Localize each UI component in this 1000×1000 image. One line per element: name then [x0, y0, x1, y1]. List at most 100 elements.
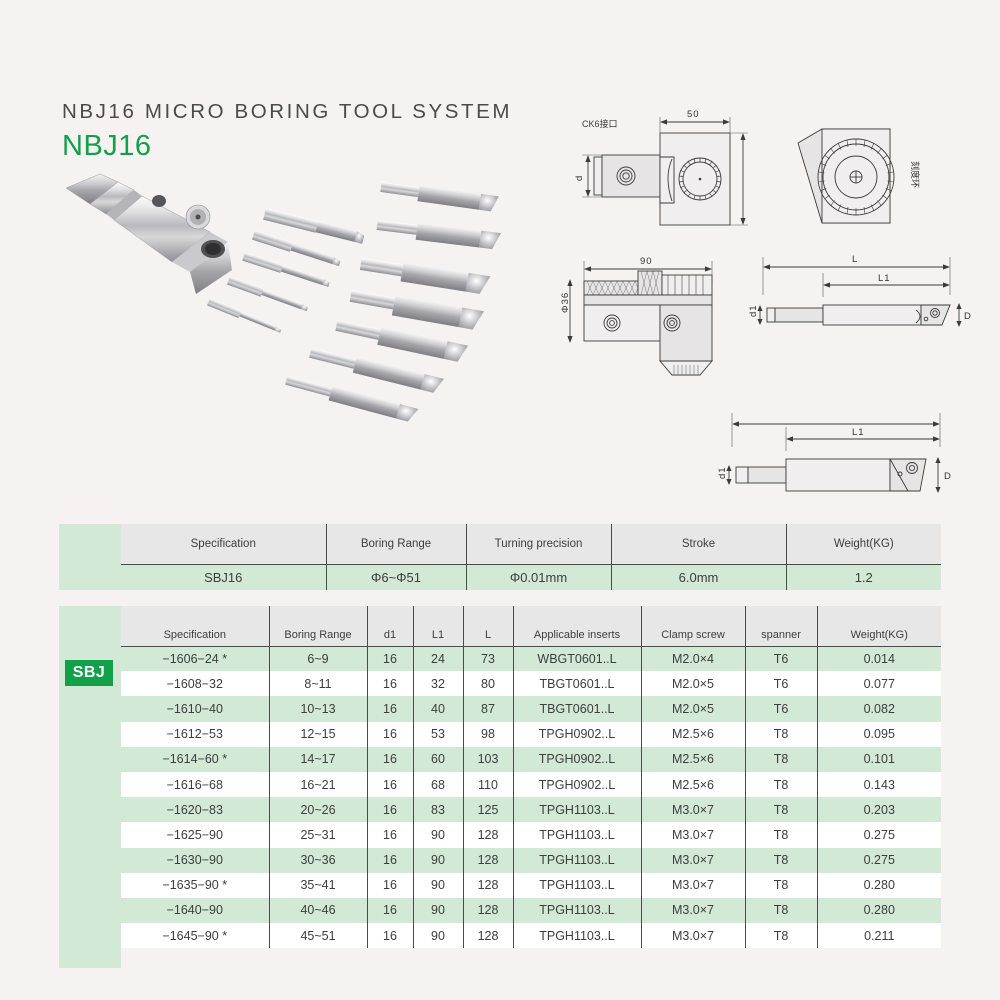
- table-cell: −1635−90 *: [121, 872, 269, 898]
- summary-header-cell: Specification: [121, 524, 326, 564]
- table-cell: 83: [412, 797, 463, 823]
- table-cell: 53: [412, 721, 463, 747]
- table-cell: 0.077: [816, 671, 941, 697]
- summary-header-cell: Weight(KG): [785, 524, 941, 564]
- summary-cell: 1.2: [785, 564, 941, 590]
- product-photo: [60, 160, 530, 450]
- table-cell: M3.0×7: [640, 822, 745, 848]
- table-cell: M2.5×6: [640, 746, 745, 772]
- table-cell: M3.0×7: [640, 923, 745, 949]
- table-cell: 12~15: [268, 721, 367, 747]
- table-cell: T6: [744, 696, 817, 722]
- table-cell: TBGT0601..L: [512, 696, 641, 722]
- table-cell: M3.0×7: [640, 897, 745, 924]
- table-cell: 16: [366, 897, 413, 924]
- table-cell: TPGH1103..L: [512, 897, 641, 924]
- table-cell: T8: [744, 797, 817, 823]
- table-cell: 0.101: [816, 746, 941, 772]
- table-cell: TPGH1103..L: [512, 847, 641, 873]
- table-cell: 16: [366, 872, 413, 898]
- table-cell: 73: [462, 646, 513, 672]
- table-cell: 16: [366, 847, 413, 873]
- table-cell: 30~36: [268, 847, 367, 873]
- main-header-cell: spanner: [744, 606, 817, 646]
- summary-header-cell: Stroke: [610, 524, 786, 564]
- summary-cell: 6.0mm: [610, 564, 786, 590]
- title-block: NBJ16 MICRO BORING TOOL SYSTEM NBJ16: [62, 100, 512, 163]
- table-cell: −1625−90: [121, 822, 269, 848]
- summary-table: Specification Boring Range Turning preci…: [121, 524, 941, 590]
- main-header-cell: L1: [412, 606, 463, 646]
- table-cell: −1612−53: [121, 721, 269, 747]
- table-cell: 90: [412, 897, 463, 924]
- table-cell: T8: [744, 872, 817, 898]
- series-rail-top: [59, 524, 121, 590]
- summary-header-cell: Turning precision: [465, 524, 611, 564]
- dim-D-label-2: D: [944, 471, 952, 482]
- table-cell: TPGH0902..L: [512, 721, 641, 747]
- main-header-cell: Applicable inserts: [512, 606, 641, 646]
- table-cell: 45~51: [268, 923, 367, 949]
- table-cell: 0.014: [816, 646, 941, 672]
- table-cell: M2.0×5: [640, 671, 745, 697]
- table-cell: 40: [412, 696, 463, 722]
- main-header-cell: Weight(KG): [816, 606, 941, 646]
- table-cell: M3.0×7: [640, 872, 745, 898]
- table-cell: 110: [462, 771, 513, 798]
- table-cell: M2.5×6: [640, 771, 745, 798]
- table-cell: 0.143: [816, 771, 941, 798]
- table-cell: 16: [366, 746, 413, 772]
- table-cell: T6: [744, 671, 817, 697]
- table-cell: 0.082: [816, 696, 941, 722]
- table-cell: 103: [462, 746, 513, 772]
- drawing-head-side-view: CK6接口: [574, 109, 748, 226]
- table-cell: 24: [412, 646, 463, 672]
- table-cell: 8~11: [268, 671, 367, 697]
- table-cell: M2.5×6: [640, 721, 745, 747]
- table-cell: T8: [744, 771, 817, 798]
- table-cell: 90: [412, 872, 463, 898]
- table-cell: 40~46: [268, 897, 367, 924]
- dim-L1-label-2: L1: [852, 427, 865, 438]
- dim-L-label: L: [852, 254, 858, 265]
- table-cell: TPGH1103..L: [512, 822, 641, 848]
- summary-header-row: Specification Boring Range Turning preci…: [121, 524, 941, 564]
- dim-L1-label: L1: [878, 273, 891, 284]
- table-cell: TPGH1103..L: [512, 923, 641, 949]
- table-cell: −1645−90 *: [121, 923, 269, 949]
- table-cell: 87: [462, 696, 513, 722]
- dim-50-label: 50: [687, 109, 700, 120]
- dim-d1-label: d1: [748, 304, 759, 317]
- table-cell: M2.0×5: [640, 696, 745, 722]
- technical-drawings: CK6接口: [560, 95, 990, 515]
- table-cell: −1614−60 *: [121, 746, 269, 772]
- table-cell: 90: [412, 847, 463, 873]
- table-cell: −1620−83: [121, 797, 269, 823]
- main-header-cell: Specification: [121, 606, 269, 646]
- table-cell: TBGT0601..L: [512, 671, 641, 697]
- table-cell: M3.0×7: [640, 847, 745, 873]
- table-cell: −1610−40: [121, 696, 269, 722]
- summary-header-cell: Boring Range: [325, 524, 466, 564]
- main-header-cell: Boring Range: [268, 606, 367, 646]
- ck6-interface-label: CK6接口: [582, 118, 618, 129]
- table-cell: T6: [744, 646, 817, 672]
- summary-cell: Φ0.01mm: [465, 564, 611, 590]
- table-cell: TPGH0902..L: [512, 746, 641, 772]
- product-series-title: NBJ16: [62, 130, 152, 162]
- table-cell: 128: [462, 897, 513, 924]
- table-cell: 16: [366, 797, 413, 823]
- table-cell: −1640−90: [121, 897, 269, 924]
- table-cell: 128: [462, 923, 513, 949]
- table-cell: 16~21: [268, 771, 367, 798]
- drawing-boring-bar-large: L1 d1 D: [717, 413, 952, 493]
- table-cell: 80: [462, 671, 513, 697]
